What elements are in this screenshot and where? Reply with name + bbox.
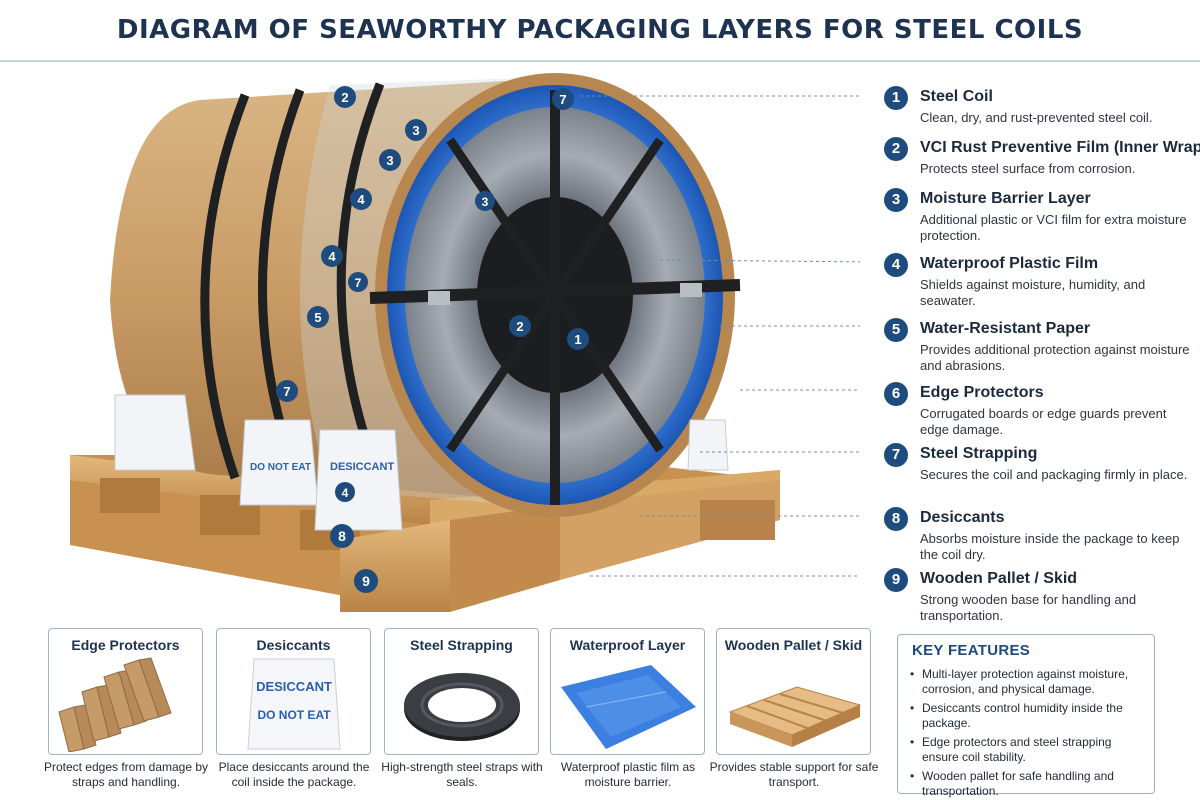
desiccant-warning: DO NOT EAT xyxy=(257,708,331,722)
legend-title: Edge Protectors xyxy=(920,384,1044,401)
card-edge-protectors: Edge Protectors xyxy=(48,628,203,755)
svg-text:1: 1 xyxy=(574,332,581,347)
key-feature-item: Edge protectors and steel strapping ensu… xyxy=(910,735,1146,765)
marker: 7 xyxy=(552,88,574,110)
marker: 9 xyxy=(354,569,378,593)
illustration-markers: 2 7 3 3 4 4 7 5 3 2 1 7 4 8 9 xyxy=(276,86,589,593)
legend-description: Protects steel surface from corrosion. xyxy=(920,161,1136,176)
legend-number-badge: 3 xyxy=(884,188,908,212)
legend-number-badge: 7 xyxy=(884,443,908,467)
title-bar: DIAGRAM OF SEAWORTHY PACKAGING LAYERS FO… xyxy=(0,0,1200,62)
legend-description: Corrugated boards or edge guards prevent… xyxy=(920,406,1167,437)
marker: 3 xyxy=(405,119,427,141)
legend-number-badge: 8 xyxy=(884,507,908,531)
marker: 3 xyxy=(475,191,495,211)
marker: 4 xyxy=(335,482,355,502)
key-features-panel: KEY FEATURES Multi-layer protection agai… xyxy=(897,634,1155,798)
desiccant-bag-image: DESICCANT DO NOT EAT xyxy=(247,658,341,750)
wooden-pallet-image xyxy=(728,686,862,747)
steel-strap-roll-image xyxy=(404,673,520,741)
key-feature-item: Wooden pallet for safe handling and tran… xyxy=(910,769,1146,799)
svg-text:8: 8 xyxy=(338,528,346,544)
legend-title: Waterproof Plastic Film xyxy=(920,255,1099,272)
legend-number-badge: 1 xyxy=(884,86,908,110)
legend-title: VCI Rust Preventive Film (Inner Wrap) xyxy=(920,139,1200,156)
svg-text:7: 7 xyxy=(355,276,362,290)
key-feature-item: Multi-layer protection against moisture,… xyxy=(910,667,1146,697)
legend-number-badge: 9 xyxy=(884,568,908,592)
marker: 2 xyxy=(509,315,531,337)
svg-text:4: 4 xyxy=(357,192,365,207)
svg-text:4: 4 xyxy=(342,486,349,500)
card-desiccants: Desiccants DESICCANT DO NOT EAT xyxy=(216,628,371,755)
svg-text:7: 7 xyxy=(283,384,290,399)
legend-description: Strong wooden base for handling and tran… xyxy=(920,592,1137,623)
svg-text:2: 2 xyxy=(516,319,523,334)
page-title: DIAGRAM OF SEAWORTHY PACKAGING LAYERS FO… xyxy=(116,15,1084,45)
marker: 2 xyxy=(334,86,356,108)
marker: 5 xyxy=(307,306,329,328)
card-wooden-pallet: Wooden Pallet / Skid xyxy=(716,628,871,755)
svg-text:3: 3 xyxy=(386,153,393,168)
svg-text:2: 2 xyxy=(341,90,348,105)
svg-text:5: 5 xyxy=(314,310,321,325)
packaged-coil xyxy=(110,73,741,517)
legend-description: Absorbs moisture inside the package to k… xyxy=(920,531,1180,562)
svg-text:9: 9 xyxy=(362,573,370,589)
desiccant-label: DESICCANT xyxy=(330,461,394,473)
legend-title: Steel Coil xyxy=(920,88,993,105)
card-caption-wooden-pallet: Provides stable support for safe transpo… xyxy=(709,760,879,789)
card-caption-waterproof-layer: Waterproof plastic film as moisture barr… xyxy=(560,760,696,789)
card-waterproof-layer: Waterproof Layer xyxy=(550,628,705,755)
card-steel-strapping: Steel Strapping xyxy=(384,628,539,755)
card-title: Edge Protectors xyxy=(71,637,180,653)
legend-description: Additional plastic or VCI film for extra… xyxy=(920,212,1187,243)
marker: 7 xyxy=(276,380,298,402)
marker: 3 xyxy=(379,149,401,171)
key-features-title: KEY FEATURES xyxy=(912,642,1031,659)
svg-text:3: 3 xyxy=(482,195,489,209)
desiccant-label: DESICCANT xyxy=(256,679,332,694)
legend-description: Clean, dry, and rust-prevented steel coi… xyxy=(920,110,1153,125)
legend-number-badge: 4 xyxy=(884,253,908,277)
coil-packaging-illustration: DESICCANT DO NOT EAT 2 7 3 3 4 4 7 5 3 2… xyxy=(70,73,860,612)
edge-protectors-image xyxy=(58,657,172,752)
legend-description: Provides additional protection against m… xyxy=(920,342,1190,373)
card-title: Waterproof Layer xyxy=(569,637,686,653)
leader-lines xyxy=(580,95,860,577)
legend-description: Shields against moisture, humidity, and … xyxy=(920,277,1146,308)
card-title: Steel Strapping xyxy=(410,637,513,653)
legend-title: Steel Strapping xyxy=(920,445,1038,462)
card-caption-edge-protectors: Protect edges from damage by straps and … xyxy=(43,760,209,789)
marker: 1 xyxy=(567,328,589,350)
legend-description: Secures the coil and packaging firmly in… xyxy=(920,467,1188,482)
marker: 7 xyxy=(348,272,368,292)
legend-title: Water-Resistant Paper xyxy=(920,320,1091,337)
legend-number-badge: 2 xyxy=(884,137,908,161)
card-caption-steel-strapping: High-strength steel straps with seals. xyxy=(381,760,543,789)
svg-text:3: 3 xyxy=(412,123,419,138)
card-title: Wooden Pallet / Skid xyxy=(724,637,863,653)
marker: 4 xyxy=(350,188,372,210)
legend-title: Desiccants xyxy=(920,509,1005,526)
card-caption-desiccants: Place desiccants around the coil inside … xyxy=(218,760,370,789)
waterproof-film-image xyxy=(561,665,696,749)
svg-text:4: 4 xyxy=(328,249,336,264)
marker: 4 xyxy=(321,245,343,267)
marker: 8 xyxy=(330,524,354,548)
key-features-list: Multi-layer protection against moisture,… xyxy=(910,667,1146,800)
legend-number-badge: 5 xyxy=(884,318,908,342)
svg-text:7: 7 xyxy=(559,92,566,107)
desiccant-warning: DO NOT EAT xyxy=(250,462,311,473)
key-feature-item: Desiccants control humidity inside the p… xyxy=(910,701,1146,731)
legend-title: Wooden Pallet / Skid xyxy=(920,570,1078,587)
legend-title: Moisture Barrier Layer xyxy=(920,190,1091,207)
card-title: Desiccants xyxy=(256,637,331,653)
legend-number-badge: 6 xyxy=(884,382,908,406)
desiccant-bags: DESICCANT DO NOT EAT xyxy=(114,394,729,531)
